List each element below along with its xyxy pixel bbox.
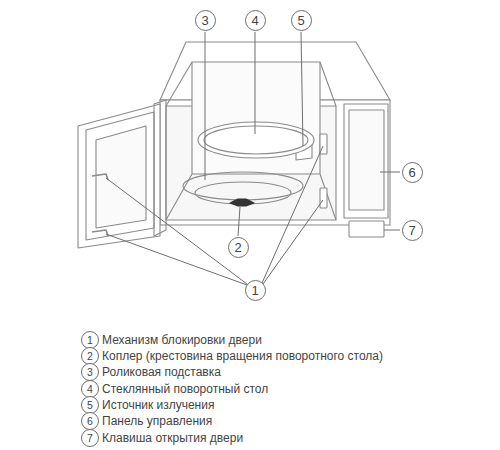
- callout-number: 2: [234, 241, 241, 254]
- key-entry: 3Роликовая подставка: [81, 363, 221, 381]
- callout-number: 7: [408, 224, 415, 237]
- panel-face: [349, 110, 384, 210]
- callout-number: 3: [195, 10, 216, 31]
- leader-lines: [106, 32, 400, 285]
- part-name: Панель управления: [102, 415, 212, 427]
- part-name: Механизм блокировки двери: [102, 334, 262, 346]
- key-entry: 5Источник излучения: [81, 396, 214, 414]
- part-name: Роликовая подставка: [102, 366, 221, 378]
- key-entry: 2Коплер (крестовина вращения поворотного…: [81, 347, 383, 365]
- cavity-back-wall: [192, 62, 320, 174]
- callout-number: 6: [408, 166, 415, 179]
- key-entry: 7Клавиша открытия двери: [81, 429, 243, 447]
- part-name: Стеклянный поворотный стол: [102, 383, 268, 395]
- door-hook: [92, 174, 108, 180]
- control-panel: [344, 104, 388, 218]
- key-entry: 6Панель управления: [81, 412, 212, 430]
- door-hook: [92, 230, 108, 236]
- callout-number: 4: [245, 10, 266, 31]
- door-open-button: [349, 221, 384, 237]
- part-name: Клавиша открытия двери: [102, 432, 243, 444]
- door-window: [96, 126, 146, 228]
- callout-number: 5: [297, 14, 304, 27]
- callout-number: 6: [81, 412, 99, 430]
- roller-ring: [183, 172, 303, 200]
- key-entry: 4Стеклянный поворотный стол: [81, 380, 268, 398]
- callout-number: 3: [81, 363, 99, 381]
- interlock-slot: [320, 188, 327, 208]
- coupler: [230, 199, 254, 206]
- callout-number: 5: [291, 10, 312, 31]
- callout-number: 1: [251, 284, 258, 297]
- callout-number: 6: [402, 162, 423, 183]
- part-name: Источник излучения: [102, 399, 214, 411]
- door: [78, 104, 160, 248]
- callout-number: 2: [228, 237, 249, 258]
- glass-tray: [198, 122, 314, 158]
- callout-number: 3: [201, 14, 208, 27]
- key-entry: 1Механизм блокировки двери: [81, 331, 262, 349]
- callout-number: 7: [402, 220, 423, 241]
- part-name: Коплер (крестовина вращения поворотного …: [102, 350, 383, 362]
- callout-number: 4: [251, 14, 258, 27]
- callout-number: 7: [81, 429, 99, 447]
- callout-number: 1: [245, 280, 266, 301]
